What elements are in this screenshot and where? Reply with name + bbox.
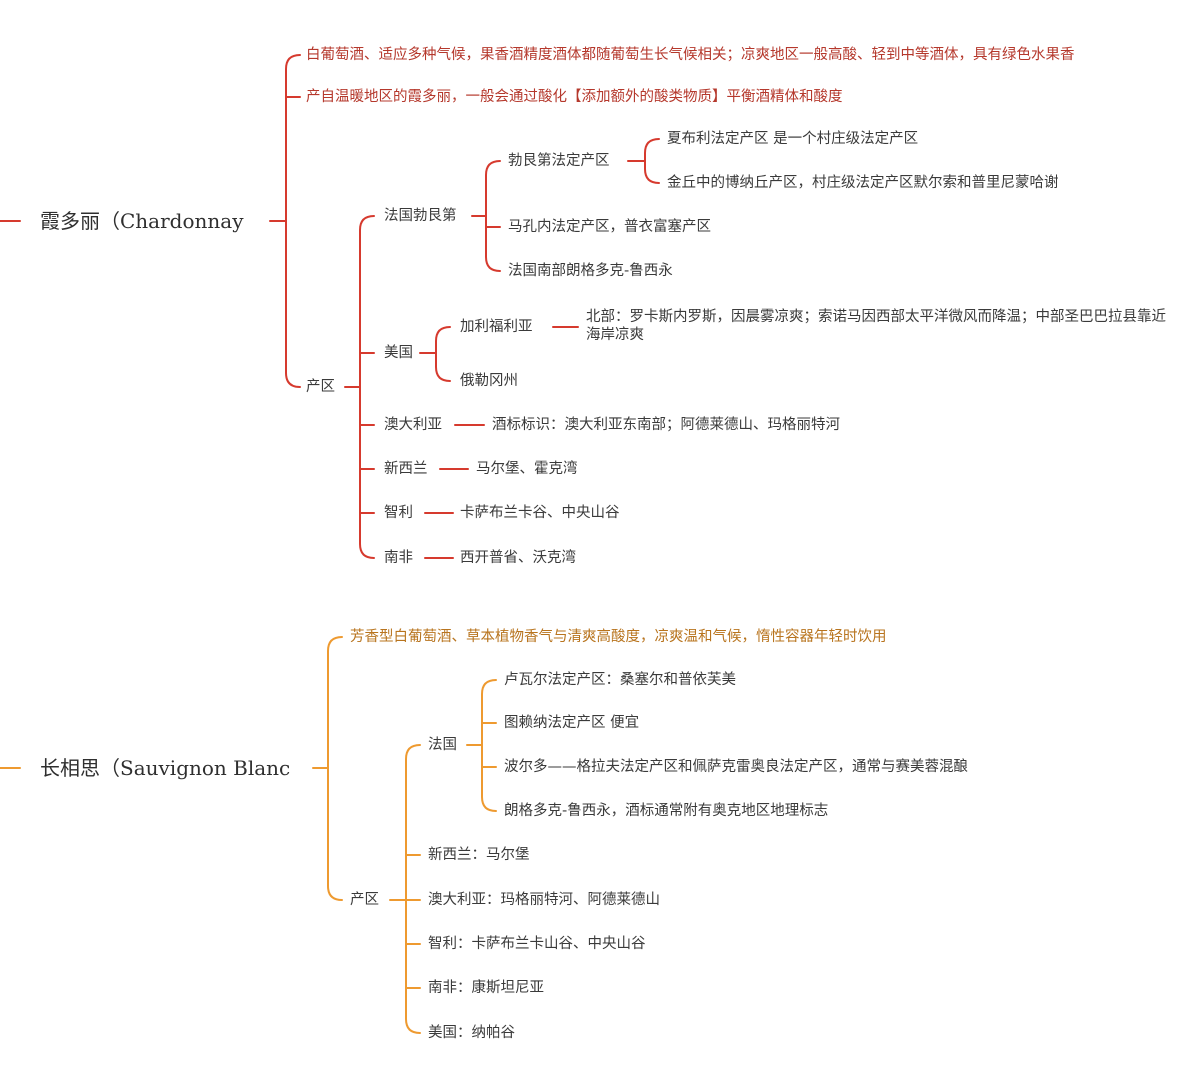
france-loire: 卢瓦尔法定产区：桑塞尔和普依芙美 [504,672,736,688]
sauvignon-chile: 智利：卡萨布兰卡山谷、中央山谷 [428,936,646,952]
sauvignon-australia: 澳大利亚：玛格丽特河、阿德莱德山 [428,892,660,908]
sauvignon-south-africa: 南非：康斯坦尼亚 [428,980,544,996]
burgundy-cote-dor: 金丘中的博纳丘产区，村庄级法定产区默尔索和普里尼蒙哈谢 [667,175,1059,191]
sauvignon-france: 法国 [428,737,457,753]
chardonnay-root: 霞多丽（Chardonnay [40,209,244,233]
sauvignon-connectors [0,636,497,1034]
sauvignon-regions: 产区 [350,892,379,908]
france-bordeaux: 波尔多——格拉夫法定产区和佩萨克雷奥良法定产区，通常与赛美蓉混酿 [504,759,968,775]
south-africa-note: 西开普省、沃克湾 [460,550,576,566]
burgundy-languedoc: 法国南部朗格多克-鲁西永 [508,263,673,279]
chardonnay-regions: 产区 [306,379,335,395]
chardonnay-south-africa: 南非 [384,550,413,566]
chardonnay-chile: 智利 [384,505,413,521]
sauvignon-usa: 美国：纳帕谷 [428,1025,515,1041]
burgundy-chablis: 夏布利法定产区 是一个村庄级法定产区 [667,131,919,147]
sauvignon-root-label: 长相思（Sauvignon Blanc [40,756,291,780]
burgundy-maconnais: 马孔内法定产区，普衣富塞产区 [508,219,711,235]
chile-note: 卡萨布兰卡谷、中央山谷 [460,505,620,521]
chardonnay-usa: 美国 [384,345,413,361]
chardonnay-note-warm: 产自温暖地区的霞多丽，一般会通过酸化【添加额外的酸类物质】平衡酒精体和酸度 [306,89,843,105]
chardonnay-note-climate: 白葡萄酒、适应多种气候，果香酒精度酒体都随葡萄生长气候相关；凉爽地区一般高酸、轻… [306,47,1075,63]
chardonnay-connectors [0,54,660,559]
sauvignon-note-style: 芳香型白葡萄酒、草本植物香气与清爽高酸度，凉爽温和气候，惰性容器年轻时饮用 [350,629,887,645]
chardonnay-root-label: 霞多丽（Chardonnay [40,209,244,233]
sauvignon-root: 长相思（Sauvignon Blanc [40,756,290,780]
france-touraine: 图赖纳法定产区 便宜 [504,715,640,731]
australia-note: 酒标标识：澳大利亚东南部；阿德莱德山、玛格丽特河 [492,417,840,433]
sauvignon-new-zealand: 新西兰：马尔堡 [428,847,530,863]
burgundy-aoc: 勃艮第法定产区 [508,153,610,169]
chardonnay-new-zealand: 新西兰 [384,461,428,477]
chardonnay-burgundy: 法国勃艮第 [384,208,457,224]
usa-california-note: 北部：罗卡斯内罗斯，因晨雾凉爽；索诺马因西部太平洋微风而降温；中部圣巴巴拉县靠近… [586,309,1166,343]
new-zealand-note: 马尔堡、霍克湾 [476,461,578,477]
usa-california: 加利福利亚 [460,319,533,335]
usa-oregon: 俄勒冈州 [460,373,518,389]
chardonnay-australia: 澳大利亚 [384,417,442,433]
france-languedoc: 朗格多克-鲁西永，酒标通常附有奥克地区地理标志 [504,803,829,819]
